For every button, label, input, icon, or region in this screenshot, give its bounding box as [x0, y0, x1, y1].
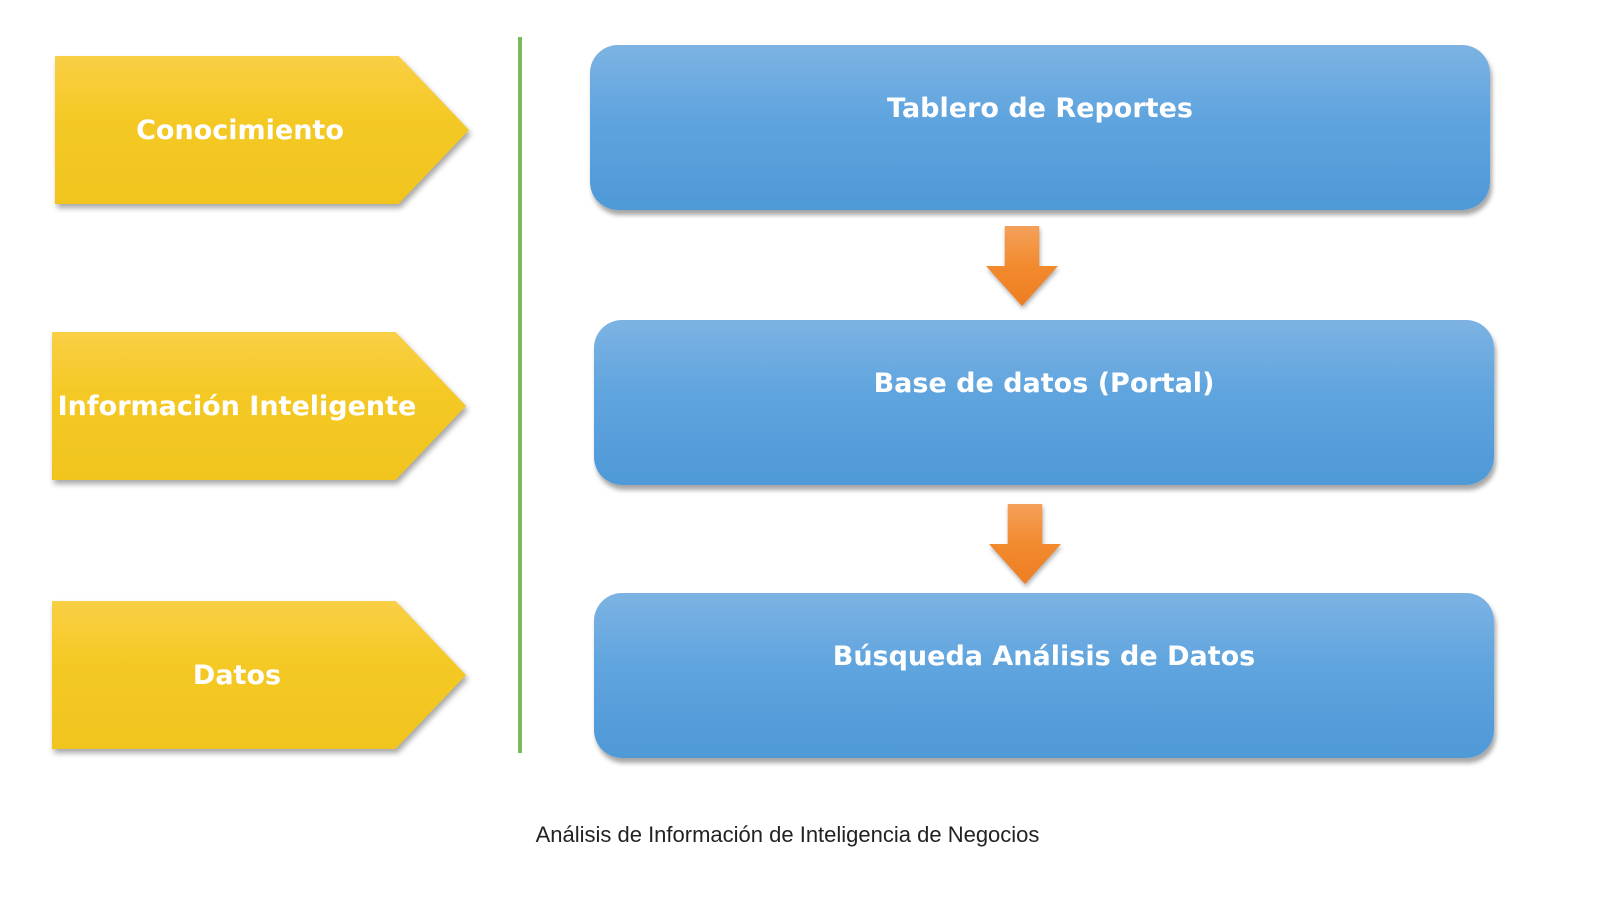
level-conocimiento: Conocimiento	[55, 56, 469, 204]
chevron-shape	[52, 601, 466, 749]
step-busqueda-analisis: Búsqueda Análisis de Datos	[594, 593, 1494, 758]
step-label: Tablero de Reportes	[887, 93, 1193, 124]
level-label: Información Inteligente	[57, 390, 417, 422]
chevron-shape	[52, 332, 466, 480]
level-label: Datos	[192, 659, 282, 691]
step-base-de-datos: Base de datos (Portal)	[594, 320, 1494, 485]
divider-line	[518, 37, 522, 753]
level-datos: Datos	[52, 601, 466, 749]
down-arrow-icon	[986, 226, 1058, 306]
step-label: Búsqueda Análisis de Datos	[832, 641, 1256, 672]
step-label: Base de datos (Portal)	[873, 368, 1215, 399]
down-arrow-icon	[989, 504, 1061, 584]
chevron-shape	[55, 56, 469, 204]
level-informacion-inteligente: Información Inteligente	[52, 332, 466, 480]
level-label: Conocimiento	[136, 114, 344, 146]
step-tablero-de-reportes: Tablero de Reportes	[590, 45, 1490, 210]
diagram-caption: Análisis de Información de Inteligencia …	[535, 822, 1040, 847]
